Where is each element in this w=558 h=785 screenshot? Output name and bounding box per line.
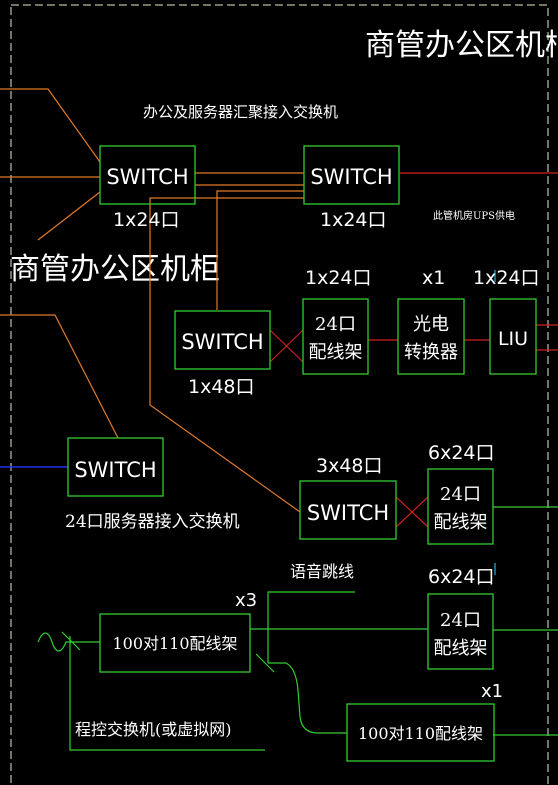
switch-agg-right-label: SWITCH [310,165,392,189]
liu-label: LIU [498,328,528,350]
qty-converter: x1 [422,267,445,289]
pbx-label: 程控交换机(或虚拟网) [75,720,232,739]
switch-server-label: SWITCH [74,458,156,482]
cross-red-1 [269,329,304,363]
link-orange-server [0,314,119,439]
switch-agg-left: SWITCH [99,145,196,205]
cabinet-title-top: 商管办公区机柜 [365,28,558,63]
aggregation-label: 办公及服务器汇聚接入交换机 [143,103,338,121]
link-orange-3 [37,191,101,241]
patch-top-line2: 配线架 [309,342,363,363]
patch-panel-low: 24口 配线架 [427,593,494,670]
link-green-pbx [69,636,265,751]
patch-low-line1: 24口 [440,610,481,631]
patch-panel-mid: 24口 配线架 [427,468,494,545]
link-orange-1 [0,88,101,163]
qty-patch-top: 1x24口 [305,267,372,289]
qty-sw-agg-right: 1x24口 [320,209,387,231]
link-green-110-110 [268,662,347,734]
qty-liu: 1x24口 [473,267,540,289]
liu-unit: LIU [489,298,537,375]
patch-110-left: 100对110配线架 [99,613,251,673]
qty-sw-3x48: 3x48口 [316,455,383,477]
qty-patch-low: 6x24口 [428,566,495,588]
patch-110-right: 100对110配线架 [346,703,495,762]
switch-3x48-label: SWITCH [307,501,389,525]
link-green-voice [267,591,355,663]
switch-48: SWITCH [174,310,271,370]
switch-server-24: SWITCH [67,437,164,497]
qty-sw-agg-left: 1x24口 [113,209,180,231]
converter-line2: 转换器 [404,342,458,363]
switch-3x48: SWITCH [299,480,397,540]
cabinet-border [10,4,549,785]
qty-patch-mid: 6x24口 [428,442,495,464]
cross-red-2 [395,496,429,528]
link-red-liu-out [536,324,558,351]
patch-110-left-label: 100对110配线架 [112,634,237,653]
converter-line1: 光电 [413,314,449,335]
patch-panel-top: 24口 配线架 [302,298,369,375]
patch-top-line1: 24口 [315,314,356,335]
voice-jumper-label: 语音跳线 [290,562,354,581]
switch-48-label: SWITCH [181,330,263,354]
ups-note: 此管机房UPS供电 [433,209,515,222]
patch-110-right-label: 100对110配线架 [358,724,483,743]
media-converter: 光电 转换器 [397,298,465,375]
link-orange-sw48 [216,190,304,310]
switch-agg-right: SWITCH [303,145,400,205]
cabinet-title-mid: 商管办公区机柜 [10,252,220,287]
link-green-tilde [37,632,100,652]
patch-low-line2: 配线架 [434,638,488,659]
qty-p110-right: x1 [481,681,503,702]
qty-p110-left: x3 [235,590,257,611]
server-switch-label: 24口服务器接入交换机 [65,512,240,532]
link-orange-sw3x48 [149,197,304,513]
qty-sw48: 1x48口 [188,376,255,398]
patch-mid-line1: 24口 [440,484,481,505]
slash-marks [61,631,275,673]
patch-mid-line2: 配线架 [434,512,488,533]
switch-agg-left-label: SWITCH [106,165,188,189]
